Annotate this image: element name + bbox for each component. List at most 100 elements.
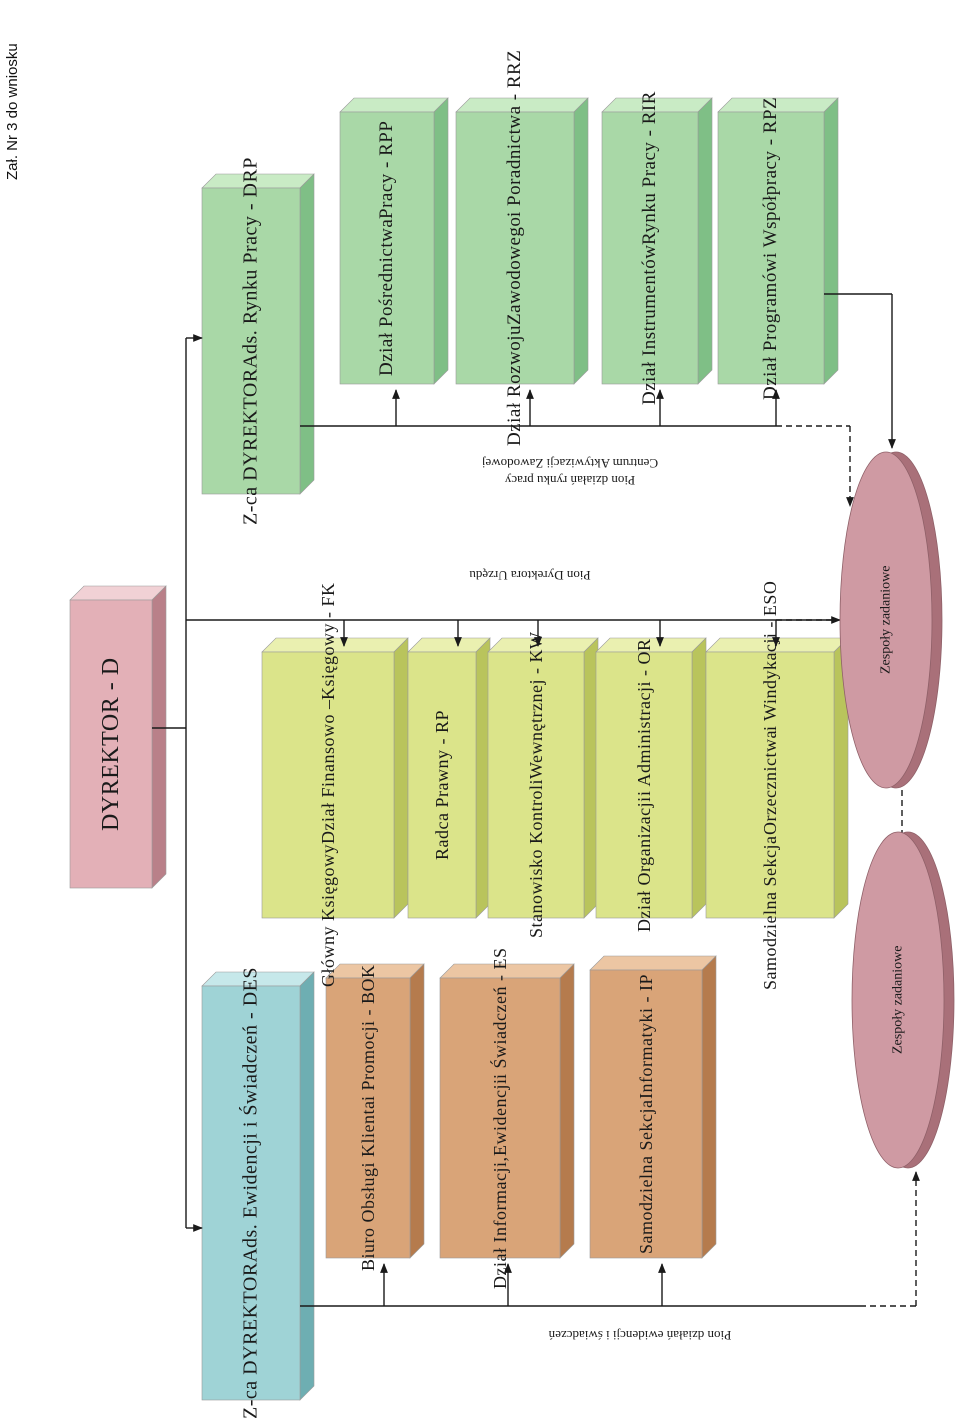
director-unit-box-label-line: Stanowisko Kontroli [525,779,546,939]
records-unit-box [439,963,575,1259]
director-unit-box-front-face [705,651,835,919]
director-unit-box-front-face [595,651,693,919]
market-unit-box-front-face [339,111,435,385]
deputy-records-box-label-line: ds. Ewidencji i Świadczeń - DES [239,966,262,1248]
deputy-records-box-label-line: Z-ca DYREKTORA [239,1247,262,1419]
records-unit-box-front-face [439,977,561,1259]
market-unit-box-side-face [823,97,839,385]
deputy-records-box-side-face [299,971,315,1401]
market-unit-box-label-line: i Poradnictwa - RRZ [504,49,526,217]
director-unit-box-label-line: Główny Księgowy [317,844,338,988]
market-unit-box-label-line: Pracy - RPP [376,120,398,219]
director-unit-box-side-face [691,637,707,919]
market-unit-box [601,97,713,385]
records-unit-box-label-line: i Świadczeń - ES [489,947,510,1079]
market-unit-box-front-face [455,111,575,385]
director-unit-box-label-line: Wewnętrznej - KW [525,631,546,780]
director-unit-box [595,637,707,919]
market-unit-box [717,97,839,385]
director-unit-box [487,637,599,919]
market-unit-box [339,97,449,385]
market-unit-box-label-line: Rynku Pracy - RIR [639,90,661,245]
market-unit-box-side-face [433,97,449,385]
records-unit-box-label-line: Samodzielna Sekcja [635,1099,656,1254]
market-division-note-line: Pion działań rynku pracy [504,472,636,488]
records-division-note: Pion działań ewidencji i świadczeń [480,1326,800,1343]
director-box-side-face [151,585,167,889]
deputy-market-box-side-face [299,173,315,495]
director-unit-box [261,637,409,919]
records-unit-box-label-line: Biuro Obsługi Klienta [357,1101,378,1272]
director-unit-box-label-line: Samodzielna Sekcja [759,835,780,990]
deputy-market-box [201,173,315,495]
director-unit-box-front-face [261,651,395,919]
records-unit-box-label-line: Dział Informacji, [489,1156,510,1289]
market-unit-box-front-face [717,111,825,385]
task-team-ellipse-label: Zespoły zadaniowe [890,945,906,1055]
director-unit-box-label-line: Radca Prawny - RP [431,710,452,860]
records-unit-box-front-face [325,977,411,1259]
records-unit-box-label-line: Ewidencji [489,1078,510,1157]
director-box [69,585,167,889]
records-unit-box-side-face [409,963,425,1259]
market-unit-box-label-line: Dział Instrumentów [639,244,661,406]
director-unit-box [705,637,849,919]
records-unit-box-label-line: i Promocji - BOK [357,964,378,1102]
market-unit-box [455,97,589,385]
market-unit-box-label-line: Dział Programów [760,257,782,400]
deputy-market-box-front-face [201,187,301,495]
director-unit-box-label-line: i Administracji - OR [633,638,654,796]
task-team-ellipse-label: Zespoły zadaniowe [878,565,894,675]
director-unit-box-label: Radca Prawny - RP [408,652,476,918]
director-unit-box-label-line: Dział Organizacji [633,795,654,932]
market-division-note-line: Centrum Aktywizacji Zawodowej [481,455,659,471]
director-box-top-face [69,585,167,601]
records-unit-box-top-face [589,955,717,971]
records-unit-box [589,955,717,1259]
records-unit-box-front-face [589,969,703,1259]
market-unit-box-label-line: Dział Rozwoju [504,325,526,447]
market-unit-box-label-line: i Współpracy - RPZ [760,96,782,258]
director-unit-box-label-line: Dział Finansowo – [317,700,338,845]
director-division-note-line: Pion Dyrektora Urzędu [469,567,591,583]
director-box-front-face [69,599,153,889]
director-unit-box-front-face [407,651,477,919]
records-unit-box-side-face [559,963,575,1259]
director-box-label-line: DYREKTOR - D [98,657,124,831]
market-unit-box-top-face [339,97,449,113]
director-unit-box-front-face [487,651,585,919]
records-unit-box-side-face [701,955,717,1259]
director-box-label: DYREKTOR - D [70,600,152,888]
director-unit-box-label-line: Księgowy - FK [317,582,338,701]
market-unit-box-front-face [601,111,699,385]
market-unit-box-side-face [697,97,713,385]
director-unit-box-side-face [393,637,409,919]
deputy-market-box-label-line: ds. Rynku Pracy - DRP [239,156,262,354]
deputy-records-box [201,971,315,1401]
task-team-ellipse [851,831,945,1169]
market-unit-box-side-face [573,97,589,385]
deputy-records-box-front-face [201,985,301,1401]
market-unit-box-label-line: Zawodowego [504,216,526,326]
records-division-note-line: Pion działań ewidencji i świadczeń [548,1327,732,1343]
task-team-ellipse [839,451,933,789]
records-unit-box [325,963,425,1259]
director-unit-box-label-line: Orzecznictwa [759,730,780,836]
records-unit-box-label-line: Informatyki - IP [635,974,656,1100]
director-division-note: Pion Dyrektora Urzędu [420,566,640,583]
director-unit-box [407,637,491,919]
director-unit-box-label-line: i Windykacji - ESO [759,580,780,731]
